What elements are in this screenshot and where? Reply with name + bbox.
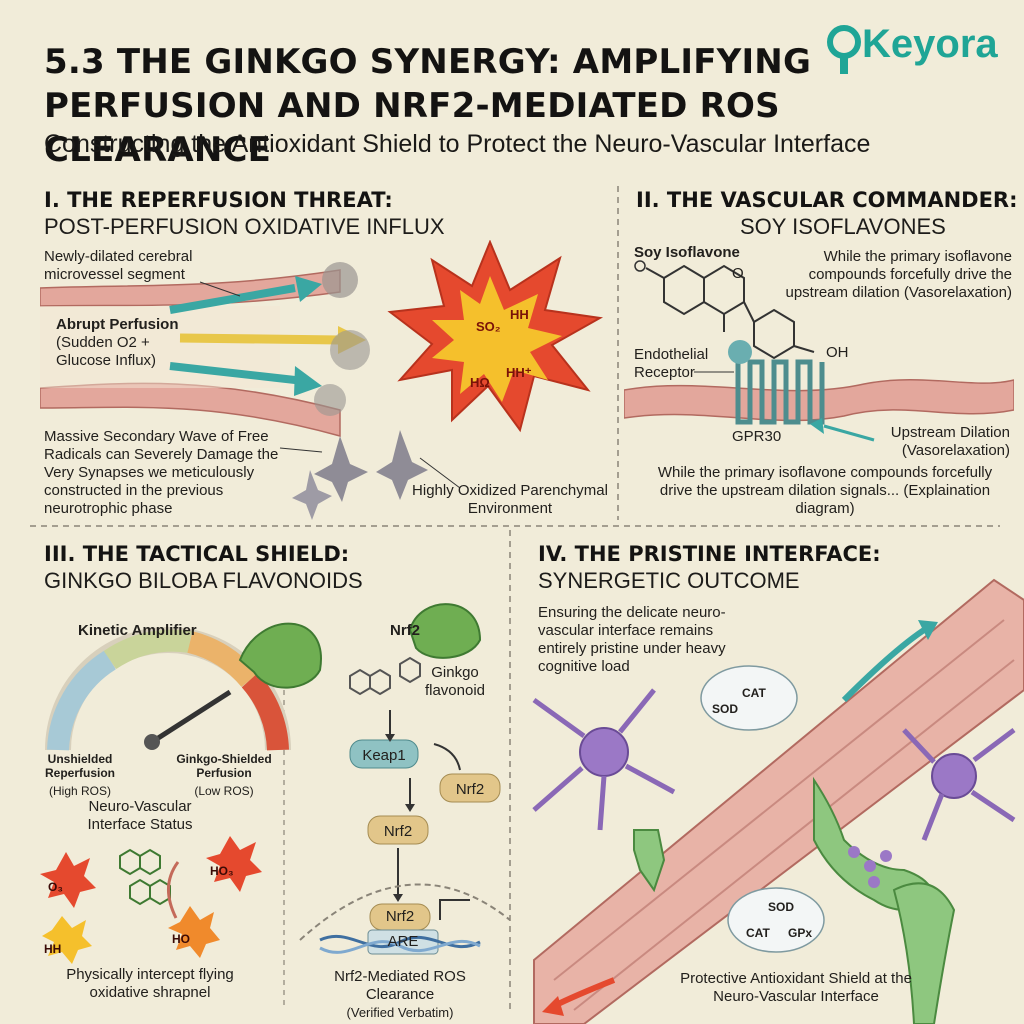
section2-heading: II. THE VASCULAR COMMANDER: bbox=[636, 188, 1018, 212]
nrf2-node: Nrf2 bbox=[383, 823, 413, 840]
burst-label-1: SO₂ bbox=[476, 319, 501, 334]
pristine-interface-illustration bbox=[532, 578, 1024, 1024]
receptor-label: Endothelial Receptor bbox=[634, 346, 709, 381]
are-node: ARE bbox=[387, 933, 419, 950]
isoflavone-drive-text: While the primary isoflavone compounds f… bbox=[785, 248, 1012, 301]
shrapnel-label-1: O₃ bbox=[48, 880, 63, 894]
burst-label-2: HH bbox=[510, 307, 529, 322]
keap1-node: Keap1 bbox=[362, 747, 406, 764]
perfusion-title: Abrupt Perfusion bbox=[56, 316, 179, 333]
kinetic-amplifier-label: Kinetic Amplifier bbox=[78, 622, 197, 639]
ginkgo-shield-illustration bbox=[40, 603, 510, 964]
nrf2-title: Nrf2 bbox=[390, 622, 421, 639]
upstream-dilation-label: Upstream Dilation (Vasorelaxation) bbox=[890, 424, 1010, 459]
ensure-text: Ensuring the delicate neuro-vascular int… bbox=[538, 604, 726, 675]
environment-label: Highly Oxidized Parenchymal Environment bbox=[412, 482, 608, 517]
unshielded-sub: (High ROS) bbox=[48, 784, 111, 798]
nrf2-clearance-label: Nrf2-Mediated ROS Clearance (Verified Ve… bbox=[300, 968, 500, 1022]
status-label: Neuro-Vascular Interface Status bbox=[87, 798, 193, 833]
nrf2-free-node: Nrf2 bbox=[455, 781, 485, 798]
page-subtitle: Constructing the Antioxidant Shield to P… bbox=[44, 130, 871, 158]
section1-subheading: POST-PERFUSION OXIDATIVE INFLUX bbox=[44, 214, 445, 239]
molecule-oh-label: OH bbox=[826, 344, 849, 361]
burst-label-3: HΩ bbox=[470, 375, 490, 390]
section2-subheading: SOY ISOFLAVONES bbox=[740, 214, 946, 239]
page-title: 5.3 THE GINKGO SYNERGY: AMPLIFYING PERFU… bbox=[44, 42, 812, 170]
shrapnel-label-4: HO bbox=[172, 932, 190, 946]
cloud2-sod: SOD bbox=[768, 900, 795, 914]
section4-subheading: SYNERGETIC OUTCOME bbox=[538, 568, 800, 593]
ginkgo-flavonoid-label: Ginkgo flavonoid bbox=[424, 664, 486, 699]
intercept-label: Physically intercept flying oxidative sh… bbox=[66, 966, 234, 1001]
section3-subheading: GINKGO BILOBA FLAVONOIDS bbox=[44, 568, 363, 593]
cloud2-gpx: GPx bbox=[788, 926, 813, 940]
isoflavone-illustration bbox=[624, 260, 1014, 442]
logo-icon bbox=[827, 25, 861, 74]
reperfusion-illustration bbox=[40, 240, 604, 520]
section4-heading: IV. THE PRISTINE INTERFACE: bbox=[538, 542, 881, 566]
nrf2-clearance-note: (Verified Verbatim) bbox=[346, 1005, 454, 1020]
molecule-o-label: O bbox=[732, 265, 744, 282]
unshielded-label: Unshielded Reperfusion bbox=[44, 752, 115, 780]
isoflavone-footer-text: While the primary isoflavone compounds f… bbox=[657, 464, 993, 517]
molecule-label: Soy Isoflavone bbox=[634, 244, 740, 261]
section1-heading: I. THE REPERFUSION THREAT: bbox=[44, 188, 393, 212]
nrf2-nucleus-node: Nrf2 bbox=[385, 908, 415, 925]
burst-label-4: HH⁺ bbox=[506, 365, 532, 380]
shielded-label: Ginkgo-Shielded Perfusion bbox=[176, 752, 272, 780]
shrapnel-label-3: HH bbox=[44, 942, 62, 956]
shielded-sub: (Low ROS) bbox=[194, 784, 254, 798]
vessel-label: Newly-dilated cerebral microvessel segme… bbox=[44, 248, 193, 283]
cloud1-sod: SOD bbox=[712, 702, 739, 716]
nrf2-clearance-text: Nrf2-Mediated ROS Clearance bbox=[334, 968, 466, 1003]
logo-text: Keyora bbox=[862, 22, 998, 66]
wave-label: Massive Secondary Wave of Free Radicals … bbox=[44, 428, 279, 517]
section3-heading: III. THE TACTICAL SHIELD: bbox=[44, 542, 350, 566]
gpr30-label: GPR30 bbox=[732, 428, 782, 445]
cloud2-cat: CAT bbox=[746, 926, 770, 940]
shield-label: Protective Antioxidant Shield at the Neu… bbox=[680, 970, 912, 1005]
shrapnel-label-2: HO₃ bbox=[210, 864, 234, 878]
perfusion-detail: (Sudden O2 + Glucose Influx) bbox=[56, 334, 157, 369]
cloud1-cat: CAT bbox=[742, 686, 766, 700]
